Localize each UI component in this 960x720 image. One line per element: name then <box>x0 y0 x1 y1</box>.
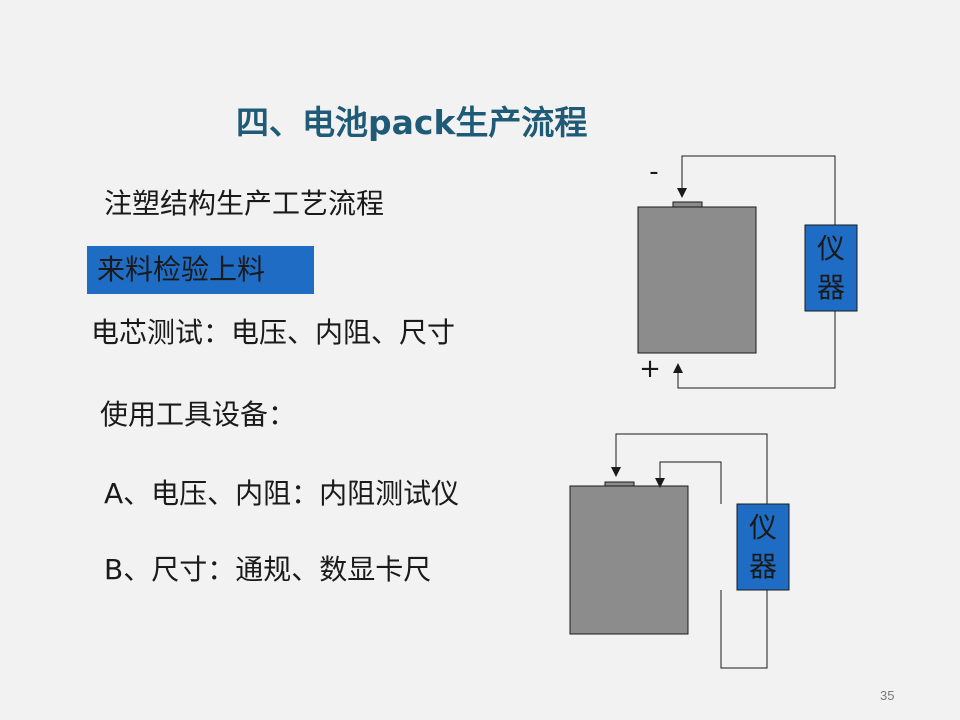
negative-symbol: - <box>649 157 658 187</box>
circuit-diagram-1: 仪 器 - + <box>637 155 858 389</box>
wire-outer-2 <box>611 433 768 504</box>
battery-cell-1 <box>637 206 757 354</box>
wire-positive-1 <box>673 311 836 389</box>
positive-symbol: + <box>639 354 661 384</box>
circuit-diagram-2: 仪 器 <box>569 433 790 669</box>
instrument-label-1-bottom: 器 <box>817 271 845 304</box>
instrument-label-2-bottom: 器 <box>749 550 777 583</box>
instrument-box-2 <box>736 503 790 591</box>
cell-test-text: 电芯测试：电压、内阻、尺寸 <box>91 316 456 349</box>
step-box-incoming-inspection: 来料检验上料 <box>87 246 314 294</box>
tool-item-b: B、尺寸：通规、数显卡尺 <box>104 553 432 586</box>
tools-heading: 使用工具设备： <box>100 398 297 431</box>
battery-cell-2 <box>569 485 689 635</box>
section-subtitle: 注塑结构生产工艺流程 <box>104 187 385 220</box>
page-number: 35 <box>880 688 895 703</box>
battery-terminal-2 <box>604 481 635 487</box>
instrument-label-1-top: 仪 <box>817 232 845 265</box>
battery-terminal-1 <box>672 201 703 208</box>
instrument-box-1 <box>804 224 858 312</box>
tool-item-a: A、电压、内阻：内阻测试仪 <box>104 477 460 510</box>
instrument-label-2-top: 仪 <box>749 511 777 544</box>
wire-negative-1 <box>677 155 836 225</box>
slide-title: 四、电池pack生产流程 <box>236 103 588 142</box>
